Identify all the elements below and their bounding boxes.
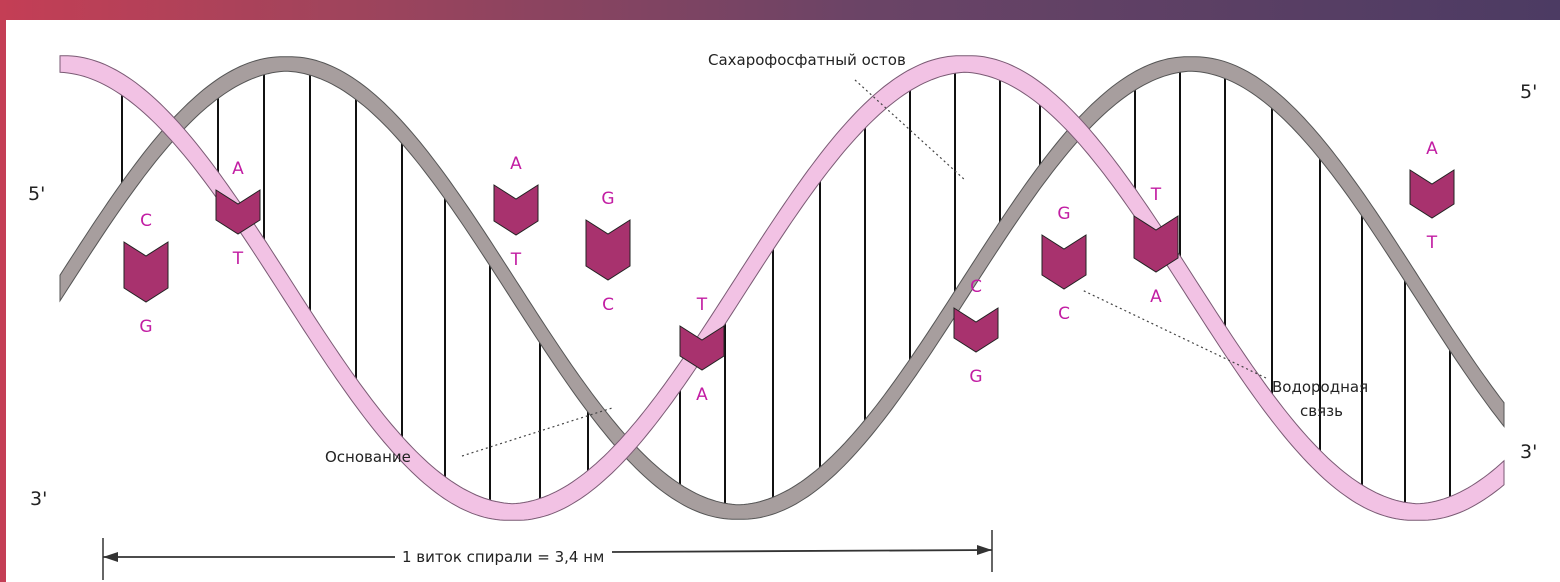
hydrogen-bond-label-line2: связь (1300, 402, 1343, 420)
pink-strand-ribbon (60, 56, 1504, 521)
annotations: Сахарофосфатный остов Основание Водородн… (325, 51, 1368, 466)
helix-turn-measure: 1 виток спирали = 3,4 нм (103, 530, 992, 580)
base-letter-bottom: A (1150, 287, 1162, 307)
hydrogen-bond-block (586, 220, 630, 280)
base-label: Основание (325, 448, 411, 466)
base-letter-bottom: A (696, 385, 708, 405)
base-letter-bottom: T (1426, 233, 1438, 253)
base-leader-line (462, 408, 612, 456)
hydrogen-bond-block (124, 242, 168, 302)
base-letter-top: A (1426, 139, 1438, 159)
base-letter-bottom: T (510, 250, 522, 270)
base-letter-top: G (601, 189, 614, 209)
end-label-left-bottom: 3' (30, 488, 47, 510)
base-pair: GC (586, 189, 630, 315)
base-letter-bottom: C (602, 295, 614, 315)
base-pair: AT (1410, 139, 1454, 253)
hydrogen-bond-block (494, 185, 538, 235)
measure-arrow-left (103, 552, 118, 562)
base-letter-top: G (1057, 204, 1070, 224)
base-pair: CG (124, 211, 168, 337)
end-label-left-top: 5' (28, 183, 45, 205)
base-letter-bottom: G (139, 317, 152, 337)
measure-line-right (612, 550, 992, 552)
base-letter-top: C (970, 277, 982, 297)
helix-turn-label: 1 виток спирали = 3,4 нм (402, 548, 604, 566)
base-letter-bottom: C (1058, 304, 1070, 324)
hydrogen-bond-block (1410, 170, 1454, 218)
base-letter-bottom: G (969, 367, 982, 387)
backbone-label: Сахарофосфатный остов (708, 51, 906, 69)
hydrogen-bond-label-line1: Водородная (1272, 378, 1368, 396)
base-pair-rungs (122, 69, 1450, 508)
base-letter-bottom: T (232, 249, 244, 269)
hydrogen-bond-block (1042, 235, 1086, 289)
hydrogen-bond-leader-line (1082, 290, 1266, 378)
base-pair: GC (1042, 204, 1086, 324)
end-label-right-top: 5' (1520, 81, 1537, 103)
base-letter-top: A (510, 154, 522, 174)
hydrogen-bond-block (954, 308, 998, 352)
base-pair: AT (494, 154, 538, 270)
sugar-phosphate-strand-pink (60, 56, 1504, 521)
base-letter-top: C (140, 211, 152, 231)
base-letter-top: A (232, 159, 244, 179)
measure-arrow-right (977, 545, 992, 555)
end-label-right-bottom: 3' (1520, 441, 1537, 463)
base-letter-top: T (696, 295, 708, 315)
base-letter-top: T (1150, 185, 1162, 205)
